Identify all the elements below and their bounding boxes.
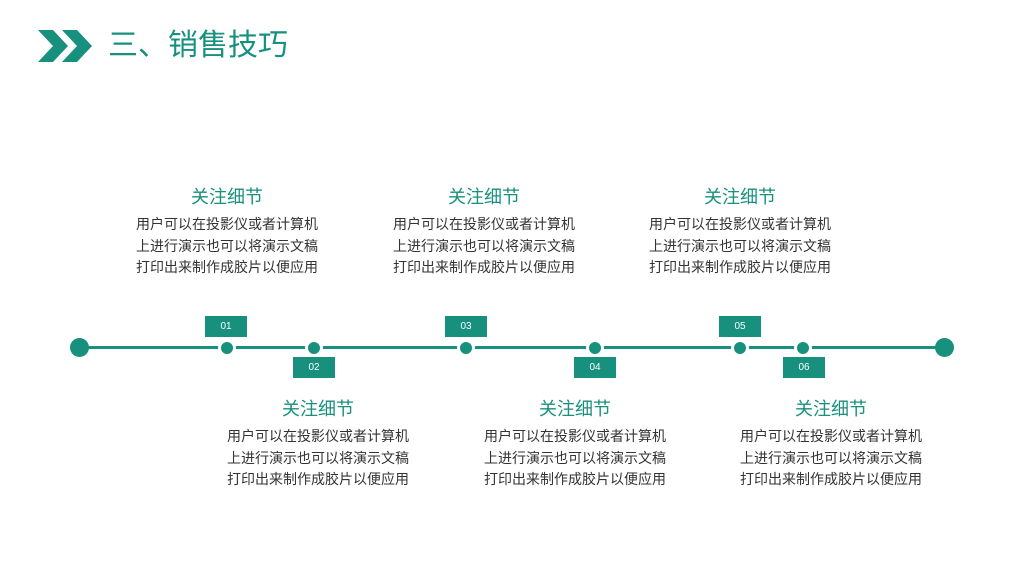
timeline-node-02 [305, 339, 323, 357]
timeline-node-06 [794, 339, 812, 357]
timeline-start-dot [70, 338, 89, 357]
timeline-text-02: 关注细节 用户可以在投影仪或者计算机 上进行演示也可以将演示文稿 打印出来制作成… [198, 397, 438, 492]
block-line: 打印出来制作成胶片以便应用 [484, 472, 666, 488]
block-line: 用户可以在投影仪或者计算机 [227, 429, 409, 445]
block-line: 打印出来制作成胶片以便应用 [227, 472, 409, 488]
number-badge-03: 03 [445, 316, 487, 337]
block-line: 上进行演示也可以将演示文稿 [393, 238, 575, 255]
block-heading: 关注细节 [282, 399, 354, 420]
block-line: 用户可以在投影仪或者计算机 [136, 217, 318, 233]
block-line: 用户可以在投影仪或者计算机 [393, 217, 575, 233]
timeline-node-01 [218, 339, 236, 357]
timeline-text-04: 关注细节 用户可以在投影仪或者计算机 上进行演示也可以将演示文稿 打印出来制作成… [455, 397, 695, 492]
number-badge-06: 06 [783, 357, 825, 378]
block-line: 上进行演示也可以将演示文稿 [227, 450, 409, 467]
block-line: 打印出来制作成胶片以便应用 [649, 260, 831, 276]
block-line: 打印出来制作成胶片以便应用 [136, 260, 318, 276]
number-badge-05: 05 [719, 316, 761, 337]
block-line: 用户可以在投影仪或者计算机 [649, 217, 831, 233]
block-line: 上进行演示也可以将演示文稿 [740, 450, 922, 467]
number-badge-02: 02 [293, 357, 335, 378]
block-heading: 关注细节 [704, 187, 776, 208]
number-badge-04: 04 [574, 357, 616, 378]
timeline-node-04 [586, 339, 604, 357]
number-badge-01: 01 [205, 316, 247, 337]
block-line: 打印出来制作成胶片以便应用 [393, 260, 575, 276]
timeline-text-03: 关注细节 用户可以在投影仪或者计算机 上进行演示也可以将演示文稿 打印出来制作成… [364, 185, 604, 280]
timeline-text-01: 关注细节 用户可以在投影仪或者计算机 上进行演示也可以将演示文稿 打印出来制作成… [107, 185, 347, 280]
block-line: 用户可以在投影仪或者计算机 [484, 429, 666, 445]
block-line: 上进行演示也可以将演示文稿 [136, 238, 318, 255]
block-line: 用户可以在投影仪或者计算机 [740, 429, 922, 445]
block-line: 打印出来制作成胶片以便应用 [740, 472, 922, 488]
block-heading: 关注细节 [448, 187, 520, 208]
timeline-node-05 [731, 339, 749, 357]
timeline-line [79, 346, 945, 349]
timeline-text-05: 关注细节 用户可以在投影仪或者计算机 上进行演示也可以将演示文稿 打印出来制作成… [620, 185, 860, 280]
block-line: 上进行演示也可以将演示文稿 [649, 238, 831, 255]
timeline-end-dot [935, 338, 954, 357]
block-heading: 关注细节 [191, 187, 263, 208]
double-chevron-icon [38, 30, 92, 62]
page-title: 三、销售技巧 [108, 28, 288, 63]
block-line: 上进行演示也可以将演示文稿 [484, 450, 666, 467]
timeline-text-06: 关注细节 用户可以在投影仪或者计算机 上进行演示也可以将演示文稿 打印出来制作成… [711, 397, 951, 492]
timeline-node-03 [457, 339, 475, 357]
block-heading: 关注细节 [539, 399, 611, 420]
block-heading: 关注细节 [795, 399, 867, 420]
